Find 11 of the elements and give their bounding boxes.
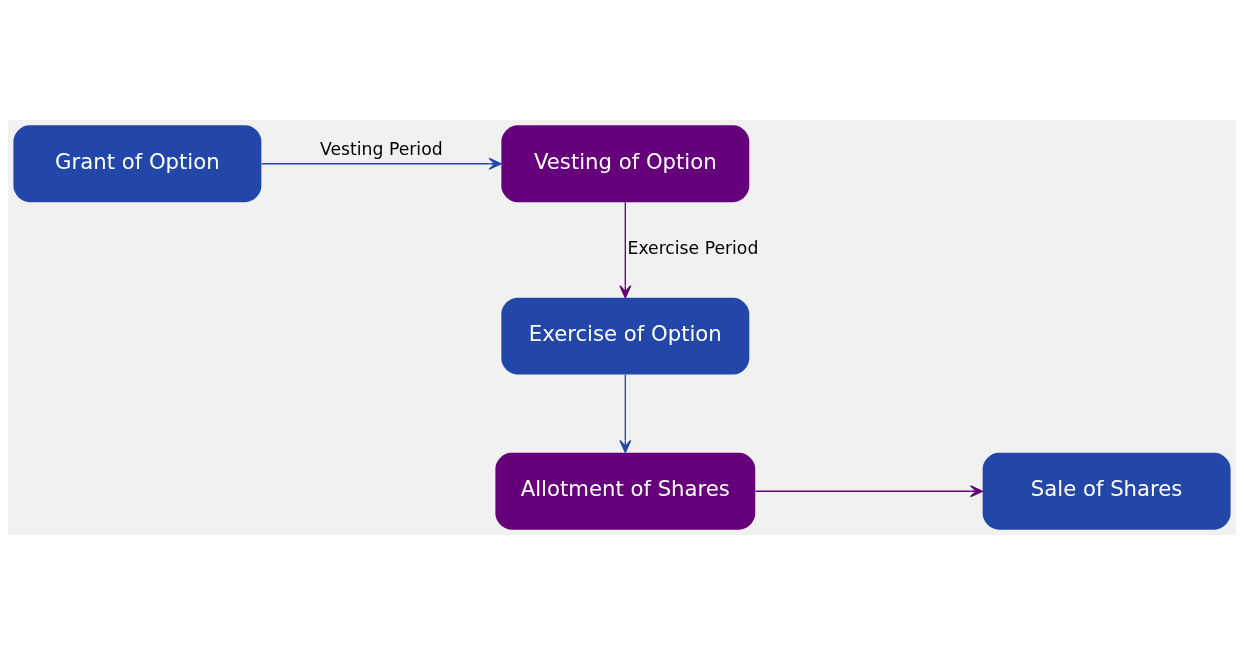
- arrow: [754, 484, 984, 497]
- edge-label: Vesting Period: [320, 138, 443, 159]
- node-box: Sale of Shares: [982, 452, 1231, 530]
- edge-label: Exercise Period: [627, 237, 759, 258]
- node-box: Grant of Option: [13, 124, 262, 202]
- arrow: [619, 201, 632, 298]
- arrow: [619, 373, 632, 453]
- node-box: Exercise of Option: [501, 297, 750, 375]
- arrow: [261, 157, 502, 170]
- node-box: Vesting of Option: [501, 124, 750, 202]
- node-box: Allotment of Shares: [495, 452, 756, 530]
